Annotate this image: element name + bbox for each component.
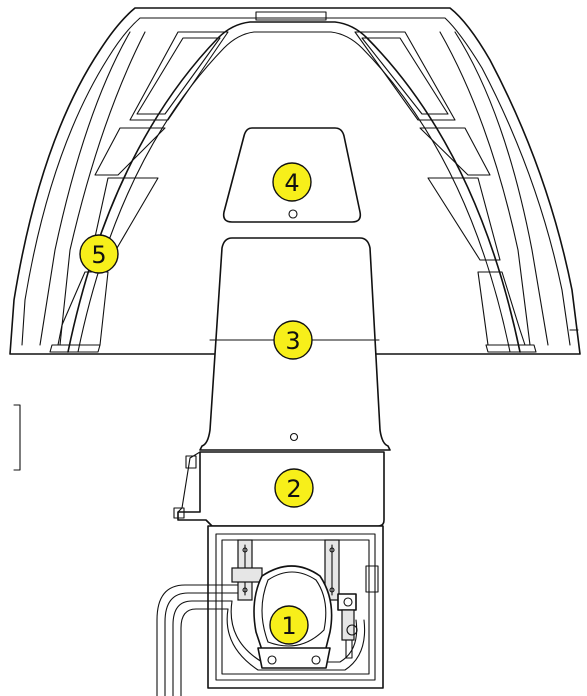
callout-marker — [269, 605, 309, 645]
side-housing-panel — [39, 31, 229, 353]
inner-hood — [67, 11, 521, 353]
callout-label: 4 — [284, 169, 299, 197]
callout-4: 4 — [272, 162, 312, 202]
callout-label: 1 — [281, 612, 296, 640]
callout-marker — [273, 320, 313, 360]
callout-5: 5 — [79, 234, 119, 274]
callout-1: 1 — [269, 605, 309, 645]
side-housing-panel-right — [354, 31, 549, 353]
callout-marker — [272, 162, 312, 202]
callout-label: 5 — [91, 241, 106, 269]
callout-label: 3 — [285, 327, 300, 355]
callout-marker — [274, 468, 314, 508]
callout-2: 2 — [274, 468, 314, 508]
callout-3: 3 — [273, 320, 313, 360]
callout-label: 2 — [286, 475, 301, 503]
callout-marker — [79, 234, 119, 274]
